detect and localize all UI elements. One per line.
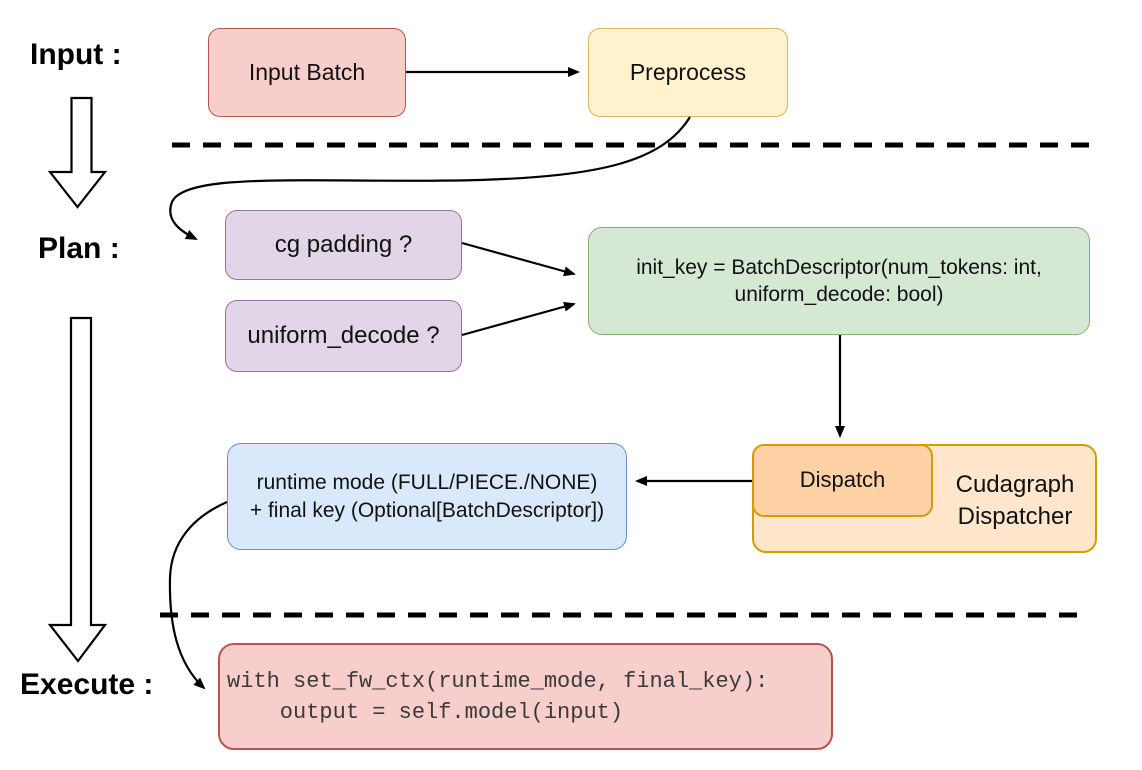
runtime-mode-node: runtime mode (FULL/PIECE./NONE) + final … — [227, 443, 627, 550]
connector-uniformdecode-initkey — [461, 301, 576, 337]
dispatch-node: Dispatch — [752, 444, 933, 517]
plan-to-execute-arrow-icon — [47, 316, 108, 663]
stage-label-plan: Plan : — [38, 232, 120, 265]
execute-code-node: with set_fw_ctx(runtime_mode, final_key)… — [218, 643, 833, 750]
execute-code-line1: with set_fw_ctx(runtime_mode, final_key)… — [227, 668, 769, 694]
preprocess-node: Preprocess — [588, 28, 788, 117]
cudagraph-dispatcher-line1: Cudagraph — [955, 471, 1075, 499]
init-key-line1: init_key = BatchDescriptor(num_tokens: i… — [636, 255, 1042, 279]
init-key-line2: uniform_decode: bool) — [734, 283, 944, 306]
init-key-node: init_key = BatchDescriptor(num_tokens: i… — [588, 227, 1090, 335]
runtime-mode-line2: + final key (Optional[BatchDescriptor]) — [249, 498, 605, 522]
connector-cgpadding-initkey — [461, 241, 576, 277]
stage-label-input: Input : — [30, 38, 122, 71]
cg-padding-label: cg padding ? — [274, 231, 413, 259]
input-batch-label: Input Batch — [248, 58, 366, 85]
uniform-decode-label: uniform_decode ? — [247, 322, 440, 350]
cudagraph-dispatcher-line2: Dispatcher — [957, 502, 1073, 530]
execute-code-line2: output = self.model(input) — [227, 699, 624, 725]
dispatch-label: Dispatch — [799, 467, 886, 493]
uniform-decode-node: uniform_decode ? — [225, 300, 462, 372]
stage-label-execute: Execute : — [20, 668, 154, 701]
cudagraph-dispatcher-label: Cudagraph Dispatcher — [935, 446, 1095, 555]
preprocess-label: Preprocess — [629, 58, 747, 85]
input-batch-node: Input Batch — [208, 28, 406, 117]
cg-padding-node: cg padding ? — [225, 210, 462, 280]
runtime-mode-line1: runtime mode (FULL/PIECE./NONE) — [256, 471, 598, 495]
input-to-plan-arrow-icon — [47, 96, 108, 209]
